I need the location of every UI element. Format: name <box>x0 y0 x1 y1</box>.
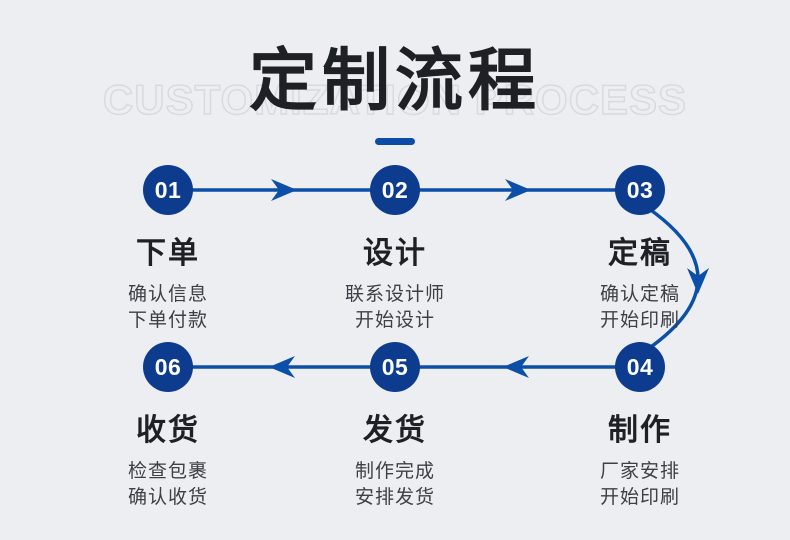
arrowhead-left-icon <box>503 356 529 378</box>
step-desc-line: 确认信息 <box>127 284 208 305</box>
step-desc-line: 检查包裹 <box>127 461 208 482</box>
step-circle-06: 06 <box>143 342 193 392</box>
step-circle-04: 04 <box>615 342 665 392</box>
step-title: 定稿 <box>608 237 672 270</box>
step-desc-line: 确认定稿 <box>599 284 680 305</box>
step-desc-line: 开始印刷 <box>599 487 680 508</box>
arrowhead-left-icon <box>269 356 295 378</box>
step-desc-line: 开始印刷 <box>599 310 680 331</box>
step-circle-05: 05 <box>370 342 420 392</box>
step-desc-line: 安排发货 <box>354 487 435 508</box>
step-block-06: 收货 检查包裹 确认收货 <box>78 405 258 511</box>
step-number: 01 <box>154 176 182 203</box>
watermark-text: CUSTOMIZATION PROCESS <box>102 75 688 124</box>
step-desc-line: 制作完成 <box>354 461 435 482</box>
step-number: 03 <box>626 176 654 203</box>
step-circle-03: 03 <box>615 165 665 215</box>
step-title: 设计 <box>363 237 427 270</box>
step-desc-line: 确认收货 <box>127 487 208 508</box>
step-title: 发货 <box>363 414 427 447</box>
arrowhead-right-icon <box>505 179 531 201</box>
title-underline <box>375 138 415 145</box>
step-desc-line: 联系设计师 <box>344 284 445 305</box>
step-number: 02 <box>381 176 409 203</box>
step-block-03: 定稿 确认定稿 开始印刷 <box>550 228 730 334</box>
step-block-05: 发货 制作完成 安排发货 <box>305 405 485 511</box>
step-block-01: 下单 确认信息 下单付款 <box>78 228 258 334</box>
step-desc-line: 开始设计 <box>354 310 435 331</box>
page-title: 定制流程 <box>248 43 541 119</box>
arrowhead-down-icon <box>687 268 709 294</box>
step-title: 制作 <box>608 414 672 447</box>
step-block-04: 制作 厂家安排 开始印刷 <box>550 405 730 511</box>
step-number: 04 <box>626 353 654 380</box>
arrowhead-right-icon <box>271 179 297 201</box>
step-number: 06 <box>154 353 182 380</box>
step-circle-02: 02 <box>370 165 420 215</box>
step-block-02: 设计 联系设计师 开始设计 <box>305 228 485 334</box>
step-desc-line: 下单付款 <box>127 310 208 331</box>
step-circle-01: 01 <box>143 165 193 215</box>
step-desc-line: 厂家安排 <box>599 461 680 482</box>
step-title: 下单 <box>136 237 200 270</box>
step-title: 收货 <box>136 414 200 447</box>
step-number: 05 <box>381 353 409 380</box>
